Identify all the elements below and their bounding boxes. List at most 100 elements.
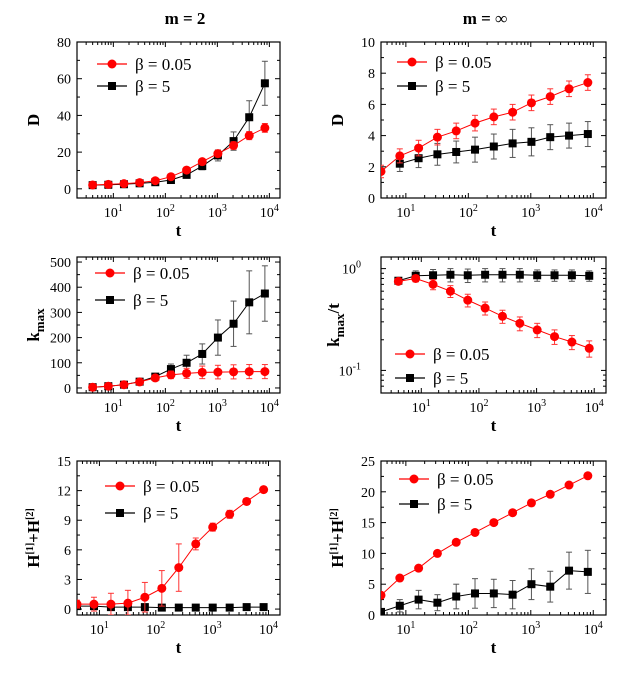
legend-entry-label: β = 0.05 (435, 53, 492, 72)
data-point (259, 603, 268, 612)
data-point (533, 271, 542, 280)
data-point (103, 179, 113, 189)
data-point (106, 599, 116, 609)
data-point (89, 599, 99, 609)
data-point (166, 370, 176, 380)
data-point (550, 332, 560, 342)
data-point (381, 166, 386, 176)
y-tick-label: 0 (64, 603, 71, 618)
y-tick-label: 6 (368, 98, 375, 113)
x-tick-label: 101 (104, 203, 123, 221)
y-tick-label: 20 (361, 486, 375, 501)
x-tick-label: 102 (459, 203, 478, 221)
data-point (489, 518, 499, 528)
y-tick-label: 80 (57, 36, 71, 51)
data-point (545, 489, 555, 499)
legend-marker (108, 82, 116, 90)
y-tick-label: 5 (368, 578, 375, 593)
data-point (565, 131, 574, 140)
legend-entry-label: β = 5 (433, 369, 468, 388)
data-point (550, 271, 559, 280)
plot-frame (76, 41, 281, 199)
legend-marker (407, 57, 417, 67)
y-tick-label: 4 (368, 130, 375, 145)
y-tick-label: 0 (64, 183, 71, 198)
data-point (429, 271, 438, 280)
legend-entry-label: β = 0.05 (143, 477, 200, 496)
y-tick-label: 0 (368, 609, 375, 624)
data-point (381, 607, 385, 615)
y-tick-label: 0 (64, 382, 71, 397)
series-line (92, 127, 266, 186)
y-tick-label: 400 (50, 281, 71, 296)
y-tick-label: 60 (57, 73, 71, 88)
y-tick-label: 6 (64, 544, 71, 559)
data-point (414, 595, 423, 604)
data-point (463, 271, 472, 280)
y-tick-label: 20 (57, 146, 71, 161)
y-tick-label: 15 (361, 517, 375, 532)
data-point (393, 276, 403, 286)
data-point (119, 380, 129, 390)
data-point (526, 498, 536, 508)
legend-entry-label: β = 0.05 (437, 470, 494, 489)
x-tick-label: 103 (521, 620, 540, 638)
data-layer (77, 485, 269, 615)
data-point (229, 367, 239, 377)
data-point (123, 598, 133, 608)
data-point (445, 286, 455, 296)
series-line (398, 274, 590, 282)
y-tick-label: 10 (361, 36, 375, 51)
data-point (191, 539, 201, 549)
data-point (526, 98, 536, 108)
y-tick-label: 3 (64, 573, 71, 588)
data-point (428, 279, 438, 289)
data-point (150, 176, 160, 186)
series-line (381, 570, 588, 613)
x-tick-label: 102 (146, 620, 165, 638)
x-tick-label: 104 (259, 620, 278, 638)
data-point (497, 311, 507, 321)
data-point (119, 179, 129, 189)
legend-marker (105, 268, 115, 278)
data-point (463, 295, 473, 305)
data-point (432, 548, 442, 558)
data-point (583, 471, 593, 481)
data-layer (88, 265, 270, 392)
y-tick-label: 40 (57, 109, 71, 124)
data-point (527, 580, 536, 589)
x-tick-label: 103 (527, 398, 546, 416)
x-tick-label: 103 (203, 620, 222, 638)
data-point (197, 157, 207, 167)
legend-entry-label: β = 0.05 (433, 345, 490, 364)
legend-entry-label: β = 5 (143, 504, 178, 523)
data-point (489, 142, 498, 151)
y-tick-label: 200 (50, 332, 71, 347)
series-line (92, 371, 265, 388)
data-layer (381, 471, 593, 615)
y-tick-label: 8 (368, 67, 375, 82)
legend-marker (410, 500, 418, 508)
data-point (213, 367, 223, 377)
data-point (395, 601, 404, 610)
x-axis-label: t (176, 221, 182, 240)
data-point (470, 118, 480, 128)
data-point (260, 123, 270, 133)
data-point (451, 126, 461, 136)
y-tick-label: 100 (342, 260, 361, 278)
y-tick-label: 0 (368, 192, 375, 207)
data-point (508, 590, 517, 599)
data-point (583, 78, 593, 88)
data-point (584, 343, 594, 353)
data-point (182, 165, 192, 175)
y-axis-label: D (24, 114, 43, 126)
y-tick-label: 300 (50, 306, 71, 321)
data-layer (393, 268, 594, 358)
data-point (546, 133, 555, 142)
x-tick-label: 102 (156, 203, 175, 221)
data-point (527, 137, 536, 146)
legend-marker (405, 349, 415, 359)
x-tick-label: 101 (396, 620, 415, 638)
data-point (260, 289, 269, 298)
